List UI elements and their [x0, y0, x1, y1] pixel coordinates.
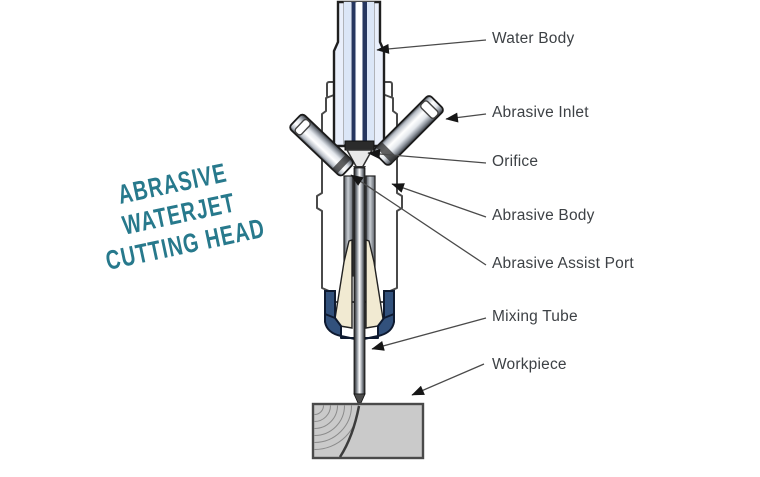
leader-mixing-tube [371, 317, 487, 351]
funnel-cone-right [365, 239, 385, 329]
leader-lines [350, 39, 487, 396]
label-water-body: Water Body [492, 30, 575, 47]
label-workpiece: Workpiece [492, 356, 567, 373]
leader-water-body [376, 39, 487, 54]
leader-abrasive-assist-port [350, 174, 487, 266]
label-orifice: Orifice [492, 153, 539, 170]
label-abrasive-assist-port: Abrasive Assist Port [492, 255, 634, 272]
leader-abrasive-inlet [445, 112, 487, 123]
high-pressure-water-line-right [362, 2, 367, 144]
label-abrasive-body: Abrasive Body [492, 207, 595, 224]
high-pressure-water-line-left [351, 2, 356, 144]
leader-abrasive-body [391, 183, 487, 218]
workpiece-block [311, 402, 425, 460]
abrasive-assist-port-tube [289, 113, 354, 177]
mixing-tube-shape [353, 167, 366, 404]
funnel-cone-left [333, 239, 353, 329]
label-mixing-tube: Mixing Tube [492, 308, 578, 325]
label-abrasive-inlet: Abrasive Inlet [492, 104, 589, 121]
leader-workpiece [411, 363, 485, 396]
water-body-tube [332, 0, 386, 148]
leader-orifice [367, 149, 487, 164]
cutting-head [289, 0, 444, 404]
cut-front-curve [338, 405, 361, 458]
